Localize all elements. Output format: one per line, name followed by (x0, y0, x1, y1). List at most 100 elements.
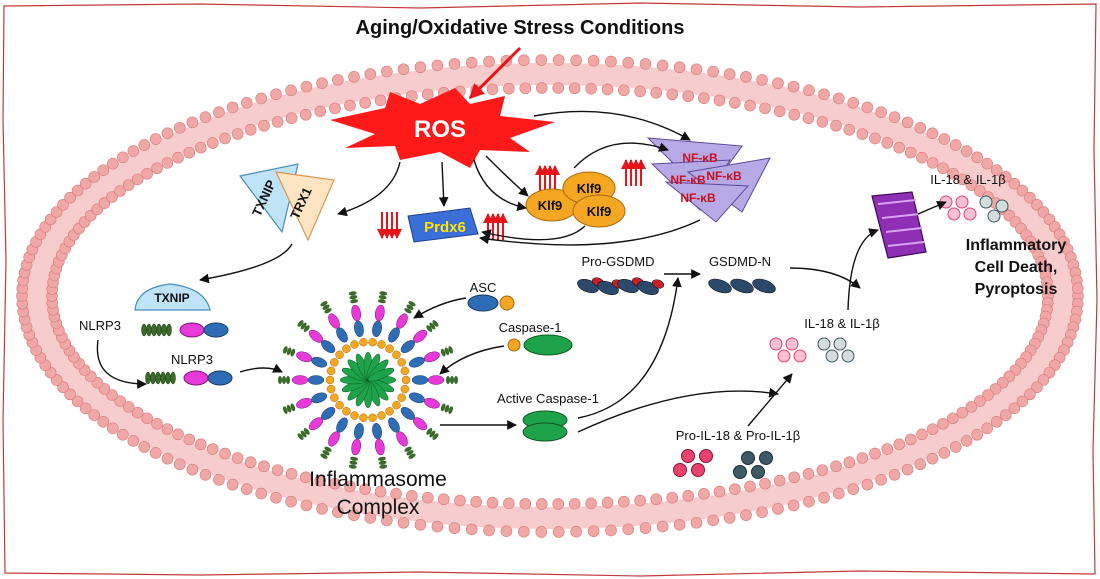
lipid-head (131, 406, 144, 419)
lipid-head (454, 494, 466, 507)
lipid-head (690, 63, 703, 76)
lipid-head (213, 106, 225, 118)
cytokine (741, 451, 755, 465)
lipid-head (904, 146, 917, 159)
il-mature-cytokines (769, 337, 855, 363)
lipid-head (421, 491, 434, 504)
card-ring (397, 358, 406, 367)
lipid-head (723, 68, 736, 80)
lipid-head (344, 480, 356, 493)
lipid-head (431, 59, 444, 72)
lipid-head (255, 92, 268, 105)
lipid-head (772, 77, 784, 89)
lipid-head (587, 525, 600, 537)
spoke-lrr (324, 308, 332, 314)
spoke-lrr (282, 346, 288, 354)
spoke-lrr (429, 430, 436, 438)
lipid-head (723, 512, 736, 524)
gsdmd-n-label: GSDMD-N (709, 254, 771, 269)
lipid-head (314, 474, 327, 487)
lrr-domain (156, 323, 162, 337)
lipid-head (64, 388, 76, 401)
cytokine (955, 195, 969, 209)
lipid-head (881, 137, 894, 149)
lipid-head (122, 179, 135, 191)
lipid-head (131, 173, 144, 186)
lipid-head (127, 435, 140, 447)
spoke-lrr (408, 301, 416, 307)
cytokine (777, 349, 791, 363)
lipid-head (231, 452, 244, 464)
nlrp3-spoke (297, 320, 336, 354)
nfkb-label-4: NF-κB (680, 191, 716, 205)
spoke-lrr (322, 450, 330, 456)
lipid-head (359, 97, 371, 109)
lipid-head (299, 471, 312, 484)
lipid-head (240, 483, 253, 495)
lipid-head (634, 85, 646, 98)
lipid-head (926, 127, 939, 140)
lipid-head (740, 509, 752, 521)
spoke-nacht (308, 417, 323, 431)
spoke-nacht (351, 438, 362, 456)
pro-gsdmd-label: Pro-GSDMD (582, 254, 655, 269)
lipid-head (552, 498, 565, 510)
spoke-lrr (379, 464, 388, 469)
cytokine (825, 349, 839, 363)
lipid-head (194, 438, 207, 451)
outcome-label-2: Cell Death, (975, 259, 1058, 276)
lipid-head (50, 206, 63, 218)
lipid-head (271, 116, 284, 128)
caspase1-label: Caspase-1 (499, 320, 562, 335)
lipid-head (656, 520, 669, 533)
lipid-head (971, 428, 983, 441)
cytokine (833, 337, 847, 351)
card-ring (385, 344, 394, 353)
arrow-caspase-gsdmd (577, 277, 682, 419)
lipid-head (869, 132, 881, 145)
lipid-head (141, 167, 153, 180)
arrow-pore-out (917, 200, 947, 215)
card-ring (330, 393, 339, 402)
lipid-head (374, 485, 387, 498)
nlrp3-spoke (278, 375, 325, 385)
lipid-head (431, 520, 444, 533)
txnip-trx1-complex: TXNIP TRX1 (238, 163, 335, 242)
lipid-head (949, 441, 962, 453)
arrow-ros-nfkb (533, 110, 691, 141)
lipid-head (601, 83, 614, 96)
nlrp3-spoke (320, 301, 348, 343)
lipid-head (914, 121, 927, 134)
lipid-head (965, 401, 978, 413)
spoke-lrr (348, 291, 357, 296)
pyd-domain (207, 370, 233, 386)
lipid-head (869, 447, 881, 460)
lipid-head (374, 94, 387, 107)
card-ring (335, 400, 344, 410)
card-ring (368, 413, 377, 422)
lipid-head (981, 157, 993, 170)
lipid-head (587, 55, 600, 67)
spoke-lrr (378, 460, 387, 465)
lipid-head (448, 58, 461, 70)
regulation-arrows (377, 159, 646, 240)
active-caspase1 (522, 410, 568, 442)
lipid-head (535, 54, 548, 66)
lipid-head (938, 133, 951, 145)
lipid-head (107, 422, 119, 435)
lipid-head (519, 497, 532, 510)
lipid-head (57, 198, 69, 211)
spoke-lrr (349, 295, 358, 300)
lipid-head (682, 90, 694, 102)
lipid-head (999, 409, 1012, 421)
outcome-label-3: Pyroptosis (975, 281, 1058, 298)
lipid-head (270, 491, 282, 504)
lipid-head (364, 512, 377, 524)
lipid-head (639, 58, 652, 70)
lipid-head (756, 506, 768, 518)
cytokine (751, 465, 765, 479)
spoke-lrr (432, 320, 439, 327)
lipid-head (759, 477, 771, 490)
lrr-domain (145, 371, 151, 385)
arrow-nfkb-prdx6 (479, 219, 701, 246)
